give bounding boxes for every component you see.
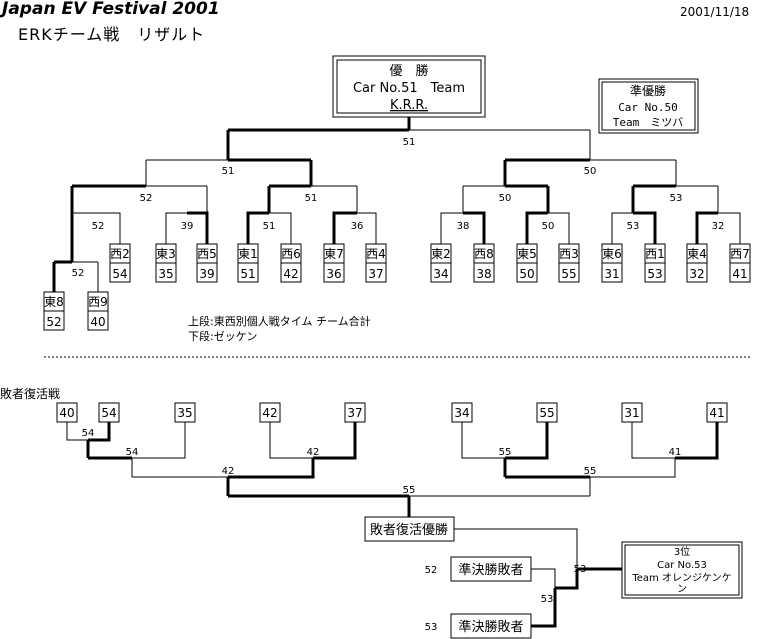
team-number: 50 <box>519 267 534 281</box>
team-number: 31 <box>604 267 619 281</box>
team-region: 東5 <box>517 247 537 261</box>
runner-up-heading: 準優勝 <box>630 83 666 98</box>
score-repechage-left-r2: 42 <box>222 466 235 477</box>
score-repechage-left-r1: 54 <box>126 447 139 458</box>
score-repechage-pair-42: 42 <box>307 447 320 458</box>
score-qf-4: 53 <box>670 193 683 204</box>
team-region: 東2 <box>431 247 451 261</box>
champion-team-name: K.R.R. <box>390 98 428 113</box>
team-number: 52 <box>46 315 61 329</box>
score-semi-left: 51 <box>222 166 235 177</box>
page-date: 2001/11/18 <box>680 5 750 19</box>
score-qf-3: 50 <box>499 193 512 204</box>
page-subtitle: ERKチーム戦 リザルト <box>18 25 206 44</box>
champion-car-team: Car No.51 Team <box>353 81 465 96</box>
repechage-label: 敗者復活戦 <box>0 386 60 401</box>
team-region: 西2 <box>110 247 130 261</box>
score-repechage-final: 55 <box>403 485 416 496</box>
team-number: 36 <box>326 267 341 281</box>
third-place-car: Car No.53 <box>657 560 707 571</box>
repechage-winner-box: 敗者復活優勝 <box>370 522 448 538</box>
repechage-team: 31 <box>624 406 639 420</box>
score-semi-right: 50 <box>584 166 597 177</box>
team-number: 41 <box>732 267 747 281</box>
score-qf-2: 51 <box>305 193 318 204</box>
score-repechage-pair-55: 55 <box>499 447 512 458</box>
team-number: 37 <box>368 267 383 281</box>
repechage-scores: 54 54 42 55 41 42 55 55 53 53 52 53 <box>82 428 682 633</box>
runner-up-car: Car No.50 <box>618 101 678 114</box>
team-region: 西1 <box>645 247 665 261</box>
team-number: 55 <box>561 267 576 281</box>
repechage-team: 35 <box>177 406 192 420</box>
team-number: 38 <box>476 267 491 281</box>
score-qf-1: 52 <box>140 193 153 204</box>
repechage-team-boxes: 40 54 35 42 37 34 55 31 41 <box>59 406 724 420</box>
team-number: 53 <box>647 267 662 281</box>
score-playin: 52 <box>72 268 85 279</box>
team-number: 35 <box>158 267 173 281</box>
score-final: 51 <box>403 137 416 148</box>
champion-heading: 優 勝 <box>389 64 428 79</box>
score-repechage-pair-41: 41 <box>669 447 682 458</box>
team-region: 西8 <box>474 247 494 261</box>
team-region: 東3 <box>156 247 176 261</box>
team-region: 西6 <box>281 247 301 261</box>
score-r1-7: 53 <box>627 221 640 232</box>
main-team-boxes: 西2 54 東3 35 西5 39 東1 51 西6 42 東7 36 西4 3… <box>44 247 750 329</box>
score-repechage-playin: 54 <box>82 428 95 439</box>
legend-line-1: 上段:東西別個人戦タイム チーム合計 <box>188 314 371 328</box>
team-region: 東4 <box>687 247 707 261</box>
semi-loser-box-2: 準決勝敗者 <box>458 619 523 635</box>
team-number: 34 <box>433 267 448 281</box>
team-region: 西4 <box>366 247 386 261</box>
repechage-team: 55 <box>539 406 554 420</box>
score-r1-8: 32 <box>712 221 725 232</box>
semi-loser-2-number: 53 <box>425 622 438 633</box>
third-place-team-cont: ン <box>677 584 687 595</box>
team-region: 東1 <box>238 247 258 261</box>
repechage-team: 42 <box>262 406 277 420</box>
repechage-team: 54 <box>101 406 116 420</box>
score-repechage-right-r2: 55 <box>584 466 597 477</box>
score-semi-loser-match: 53 <box>541 594 554 605</box>
team-region: 東6 <box>602 247 622 261</box>
team-number: 42 <box>283 267 298 281</box>
score-third-match: 53 <box>574 564 587 575</box>
team-number: 32 <box>689 267 704 281</box>
team-region: 西3 <box>559 247 579 261</box>
team-region: 西5 <box>197 247 217 261</box>
repechage-team: 41 <box>709 406 724 420</box>
score-r1-4: 36 <box>351 221 364 232</box>
team-number: 51 <box>240 267 255 281</box>
third-place-heading: 3位 <box>674 545 690 558</box>
page-title: Japan EV Festival 2001 <box>2 0 220 19</box>
score-r1-3: 51 <box>263 221 276 232</box>
team-number: 40 <box>90 315 105 329</box>
team-number: 39 <box>199 267 214 281</box>
main-match-scores: 51 51 50 52 51 50 53 52 39 51 36 38 50 5… <box>72 137 725 279</box>
runner-up-team: Team ミツバ <box>613 116 684 129</box>
score-r1-1: 52 <box>92 221 105 232</box>
third-place-team: Team オレンジケンケ <box>631 572 731 584</box>
score-r1-2: 39 <box>181 221 194 232</box>
team-region: 西9 <box>88 295 108 309</box>
score-r1-6: 50 <box>542 221 555 232</box>
semi-loser-1-number: 52 <box>425 565 438 576</box>
team-region: 東8 <box>44 295 64 309</box>
team-region: 東7 <box>324 247 344 261</box>
repechage-team: 34 <box>454 406 469 420</box>
semi-loser-box-1: 準決勝敗者 <box>458 562 523 578</box>
score-r1-5: 38 <box>457 221 470 232</box>
legend-line-2: 下段:ゼッケン <box>188 329 257 343</box>
team-number: 54 <box>112 267 127 281</box>
repechage-team: 37 <box>347 406 362 420</box>
team-region: 西7 <box>730 247 750 261</box>
repechage-team: 40 <box>59 406 74 420</box>
